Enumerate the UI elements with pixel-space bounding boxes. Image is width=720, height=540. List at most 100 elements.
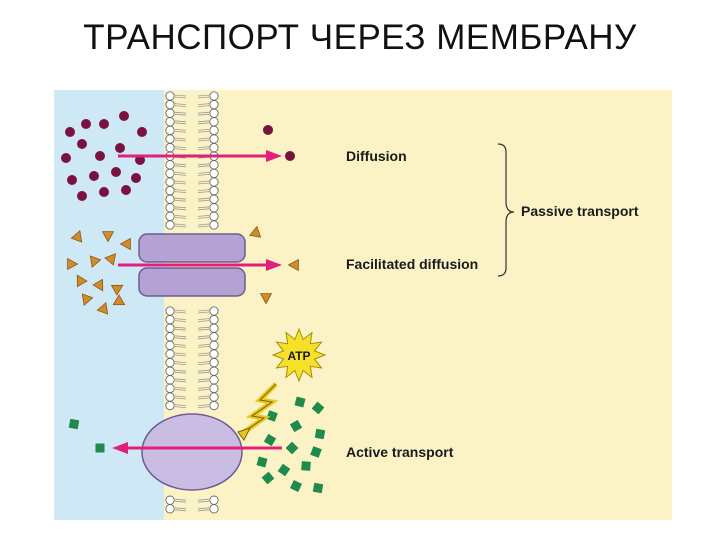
molecule-dot [111,167,121,177]
channel-protein [138,233,246,297]
lipid-head [165,168,175,179]
molecule-dot [65,127,75,137]
lipid-head [165,400,175,411]
molecule-square [311,401,325,415]
lipid-head [209,400,219,411]
molecule-dot [81,119,91,129]
lipid-head [165,349,175,359]
molecule-dot [67,175,77,185]
lipid-head [165,306,175,316]
lipid-head [209,375,219,385]
molecule-dot [99,119,109,129]
active-transport-label: Active transport [346,444,454,460]
lipid-head [165,323,175,333]
lipid-head [209,495,219,505]
molecule-triangle [112,294,126,306]
lipid-head [165,177,175,187]
lipid-head [165,117,175,127]
molecule-square [290,480,302,492]
molecule-triangle [70,230,83,243]
molecule-triangle [81,293,94,306]
lipid-head [165,392,175,402]
lipid-head [209,357,219,368]
energy-bolt-tip [237,427,251,441]
molecule-square [256,456,268,468]
lipid-head [209,91,219,101]
molecule-square [312,482,324,494]
lipid-head [165,357,175,368]
lipid-head [209,332,219,342]
lipid-head [165,125,175,136]
lipid-head [209,314,219,325]
facilitated-diffusion-label: Facilitated diffusion [346,256,478,272]
lipid-head [165,383,175,394]
lipid-head [165,504,175,514]
molecule-dot [77,139,87,149]
facilitated-arrow [118,259,282,271]
diffusion-arrow [118,150,282,162]
molecule-triangle [249,225,262,238]
active-transport-arrow [112,442,282,454]
diffusion-label: Diffusion [346,148,407,164]
lipid-head [209,134,219,144]
molecule-triangle [101,231,115,243]
passive-transport-bracket [497,143,515,277]
molecule-dot [95,151,105,161]
lipid-head [209,125,219,136]
lipid-head [165,220,175,230]
molecule-square [310,446,322,458]
lipid-head [209,142,219,153]
molecule-square [95,443,105,453]
lipid-head [209,168,219,179]
lipid-head [165,366,175,376]
lipid-head [209,323,219,333]
passive-transport-label: Passive transport [521,203,639,219]
lipid-head [209,117,219,127]
lipid-head [165,495,175,505]
molecule-dot [263,125,273,135]
lipid-head [209,99,219,110]
molecule-dot [119,111,129,121]
lipid-head [165,99,175,110]
lipid-head [165,340,175,351]
molecule-triangle [89,255,102,268]
molecule-triangle [92,278,104,292]
molecule-dot [115,143,125,153]
lipid-head [209,392,219,402]
lipid-head [209,185,219,196]
lipid-head [209,211,219,222]
lipid-head [209,306,219,316]
molecule-triangle [96,302,109,315]
lipid-head [209,220,219,230]
molecule-square [301,461,311,471]
molecule-dot [89,171,99,181]
lipid-head [209,349,219,359]
lipid-head [165,332,175,342]
molecule-square [277,463,291,477]
facilitated-molecules [67,225,299,315]
lipid-head [165,108,175,118]
molecule-triangle [259,293,273,305]
lipid-head [209,160,219,170]
lipid-head [209,504,219,514]
page-title: ТРАНСПОРТ ЧЕРЕЗ МЕМБРАНУ [83,18,637,57]
lipid-head [165,375,175,385]
molecule-dot [77,191,87,201]
lipid-head [165,160,175,170]
lipid-head [209,340,219,351]
molecule-triangle [287,258,299,272]
molecule-triangle [76,274,88,288]
molecule-dot [131,173,141,183]
molecule-square [289,419,303,433]
molecule-dot [137,127,147,137]
molecule-dot [99,187,109,197]
lipid-head [165,142,175,153]
molecule-triangle [67,257,79,271]
lipid-head [209,177,219,187]
molecule-dot [61,153,71,163]
molecule-square [266,410,278,422]
molecule-triangle [104,253,117,266]
molecule-square [314,428,326,440]
lipid-head [165,194,175,204]
